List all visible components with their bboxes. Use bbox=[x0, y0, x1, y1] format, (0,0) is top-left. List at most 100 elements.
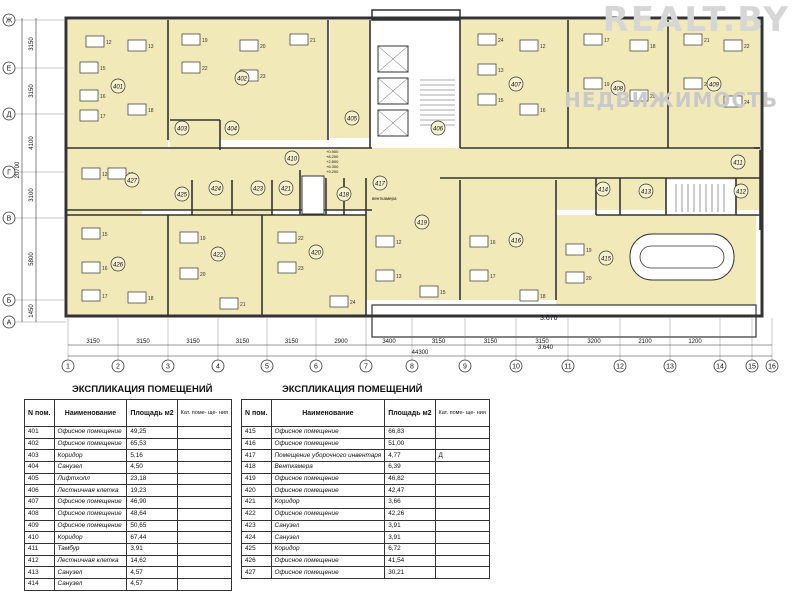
desk bbox=[85, 35, 105, 48]
dim-text-col: 3200 bbox=[587, 339, 601, 345]
room-number-416: 416 bbox=[511, 238, 522, 244]
room-marker bbox=[595, 181, 611, 197]
desk bbox=[239, 39, 259, 52]
cell-room-no: 407 bbox=[24, 496, 55, 509]
cell-room-name: Коридор bbox=[53, 449, 128, 463]
col-header-category: Кат. поме- ще- ния bbox=[176, 399, 233, 427]
room-marker bbox=[638, 183, 654, 199]
room-number-408: 408 bbox=[613, 86, 624, 92]
room-number-409: 409 bbox=[709, 82, 720, 88]
col-header-area: Площадь м2 bbox=[384, 399, 436, 427]
dim-text-col: 3150 bbox=[186, 339, 200, 345]
desk bbox=[723, 39, 743, 52]
cell-room-no: 419 bbox=[241, 472, 272, 486]
room-number-425: 425 bbox=[177, 192, 188, 198]
furniture-number: 17 bbox=[604, 38, 610, 44]
cell-room-category bbox=[176, 577, 233, 591]
cell-room-name: Лифтхолл bbox=[53, 472, 128, 486]
cell-room-category bbox=[176, 531, 233, 544]
cell-room-area: 67,44 bbox=[126, 531, 178, 544]
dim-text-col: 3400 bbox=[382, 339, 396, 345]
room-marker bbox=[278, 180, 294, 196]
desk bbox=[419, 285, 439, 298]
cell-room-area: 46,90 bbox=[126, 496, 178, 509]
cell-room-area: 4,77 bbox=[384, 449, 436, 463]
elevator-mark: +2.800 bbox=[326, 159, 339, 164]
cell-room-name: Офисное помещение bbox=[270, 507, 386, 521]
col-header-no: N пом. bbox=[241, 399, 272, 427]
cell-room-no: 427 bbox=[241, 566, 272, 579]
room-marker bbox=[210, 246, 226, 262]
cell-room-area: 6,72 bbox=[384, 542, 436, 556]
elevator-mark: +0.900 bbox=[326, 149, 339, 154]
desk bbox=[375, 269, 395, 282]
dim-text-col: 3150 bbox=[535, 339, 549, 345]
axis-label-row: Б bbox=[7, 298, 12, 305]
dim-text-col: 2900 bbox=[334, 339, 348, 345]
cell-room-name: Офисное помещение bbox=[270, 426, 386, 439]
cell-room-area: 4,57 bbox=[126, 577, 178, 591]
room-number-419: 419 bbox=[417, 220, 428, 226]
furniture-number: 22 bbox=[744, 44, 750, 50]
room-number-407: 407 bbox=[511, 82, 522, 88]
furniture-number: 24 bbox=[498, 38, 504, 44]
furniture-number: 12 bbox=[540, 44, 546, 50]
cell-room-name: Офисное помещение bbox=[53, 519, 128, 533]
cell-room-category bbox=[176, 554, 233, 568]
cell-room-category bbox=[434, 542, 490, 556]
desk bbox=[181, 33, 201, 46]
elevator-cross bbox=[377, 109, 409, 137]
desk bbox=[127, 291, 147, 304]
cell-room-no: 403 bbox=[24, 449, 55, 463]
cell-room-name: Санузел bbox=[270, 531, 386, 544]
room-marker bbox=[234, 70, 250, 86]
cell-room-name: Офисное помещение bbox=[53, 437, 128, 451]
room-number-411: 411 bbox=[733, 160, 743, 166]
col-header-no: N пом. bbox=[24, 399, 55, 427]
cell-room-name: Лестничная клетка bbox=[53, 554, 128, 568]
desk bbox=[179, 267, 199, 280]
dim-text-col: 3150 bbox=[484, 339, 498, 345]
desk bbox=[81, 289, 101, 302]
cell-room-category bbox=[176, 496, 233, 509]
cell-room-no: 404 bbox=[24, 461, 55, 474]
room-marker bbox=[730, 154, 746, 170]
room-number-406: 406 bbox=[433, 126, 444, 132]
cell-room-name: Офисное помещение bbox=[270, 566, 386, 579]
cell-room-area: 42,26 bbox=[384, 507, 436, 521]
room-marker bbox=[250, 180, 266, 196]
elevator-mark: +6.300 bbox=[326, 164, 339, 169]
desk bbox=[219, 297, 239, 310]
furniture-number: 18 bbox=[148, 296, 154, 302]
cell-room-area: 46,82 bbox=[384, 472, 436, 486]
cell-room-no: 423 bbox=[241, 519, 272, 533]
cell-room-no: 409 bbox=[24, 519, 55, 533]
terrace-outline bbox=[371, 304, 757, 338]
furniture-number: 16 bbox=[490, 240, 496, 246]
room-number-420: 420 bbox=[311, 250, 322, 256]
col-header-name: Наименование bbox=[270, 399, 386, 427]
cell-room-no: 410 bbox=[24, 531, 55, 544]
room-marker bbox=[733, 183, 749, 199]
dim-text-col: 3150 bbox=[236, 339, 250, 345]
cell-room-name: Офисное помещение bbox=[53, 507, 128, 521]
desk bbox=[469, 269, 489, 282]
level-mark: 3.670 bbox=[540, 315, 558, 322]
elevator-mark: +8.200 bbox=[326, 154, 339, 159]
room-marker bbox=[124, 172, 140, 188]
cell-room-area: 48,64 bbox=[126, 507, 178, 521]
room-marker bbox=[336, 186, 352, 202]
cell-room-category bbox=[434, 496, 490, 509]
room-number-403: 403 bbox=[177, 126, 188, 132]
cell-room-area: 4,57 bbox=[126, 566, 178, 579]
elevator-mark: +9.200 bbox=[326, 169, 339, 174]
cell-room-name: Коридор bbox=[53, 531, 128, 544]
